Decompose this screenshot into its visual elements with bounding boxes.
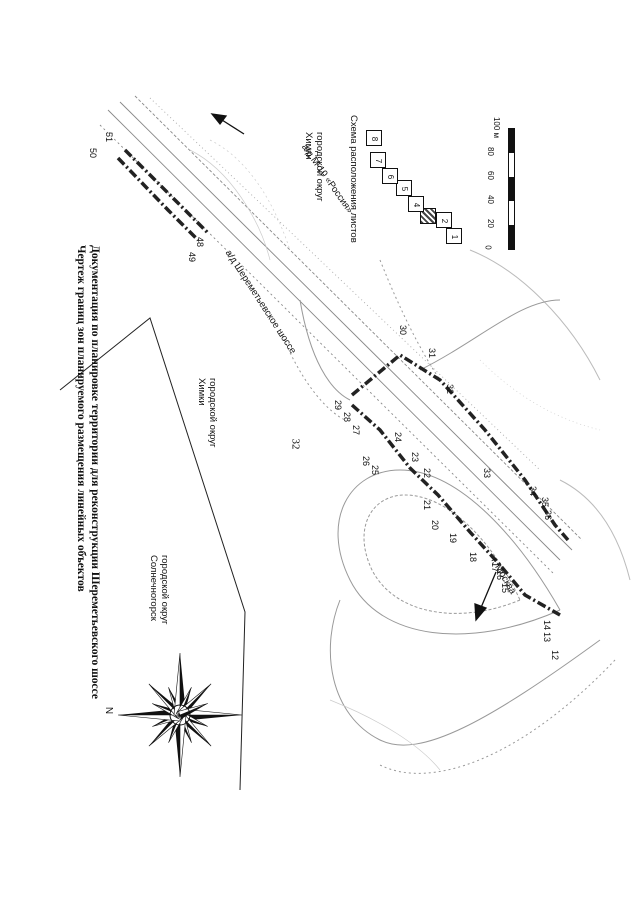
sheet-box: 8 [366,130,382,146]
point-label: 17 [490,562,500,573]
point-label: 34 [528,486,538,497]
point-label: 13 [542,632,552,643]
point-label: 27 [351,425,361,436]
point-label: 35 [540,497,550,508]
point-label: 20 [430,520,440,531]
terrain-marks [189,139,601,771]
label-district-khimki-left: городской округ Химки [196,378,218,448]
scale-tick-label: 80 [485,147,495,156]
point-label: 19 [448,533,458,544]
point-label: 23 [410,452,420,463]
sheet-box: 2 [436,212,452,228]
title-line2: Чертеж границ зон планируемого размещени… [75,245,87,592]
point-label: 22 [422,468,432,479]
interchange-loop [279,249,631,774]
sheet-box: 6 [382,168,398,184]
sheet-box: 1 [446,228,462,244]
point-label: 29 [333,400,343,411]
sheet-box: 4 [408,196,424,212]
sheet-box: 5 [396,180,412,196]
point-label: 26 [361,456,371,467]
scale-tick-label: 40 [485,195,495,204]
page-number: 32 [289,438,302,450]
point-label: 48 [195,237,205,248]
title-block: Документация по планировке территории дл… [74,245,102,699]
point-label: 51 [104,132,114,143]
point-label: 14 [542,620,552,631]
scale-tick-label: 0 [483,245,493,250]
sheet-box: 7 [370,152,386,168]
point-label: 15 [500,583,510,594]
scale-tick-label: 100 м [492,116,502,139]
point-label: 25 [370,465,380,476]
zone-boundaries [116,148,570,617]
title-line1: Документация по планировке территории дл… [89,245,101,699]
point-label: 21 [422,500,432,511]
point-label: 24 [393,432,403,443]
point-label: 33 [482,468,492,479]
compass-rose-icon [117,652,243,778]
scale-bar: 0 20 40 60 80 100 м [480,116,530,260]
point-label: 28 [342,412,352,423]
point-label: 36 [543,510,553,521]
scale-tick-label: 20 [485,219,495,228]
sheet-layout-title: Схема расположения листов [348,115,359,243]
label-district-solnechnogorsk: городской округ Солнечногорск [148,555,170,625]
scale-bar-line [508,128,515,250]
compass-north-label: N [103,706,115,715]
district-boundary [59,317,246,791]
sheet-box [420,208,436,224]
point-label: 50 [88,148,98,159]
point-label: 32 [445,384,455,395]
point-label: 49 [187,252,197,263]
point-label: 18 [468,552,478,563]
scale-tick-label: 60 [485,171,495,180]
point-label: 31 [427,348,437,359]
point-label: 30 [398,325,408,336]
point-label: 12 [550,650,560,661]
